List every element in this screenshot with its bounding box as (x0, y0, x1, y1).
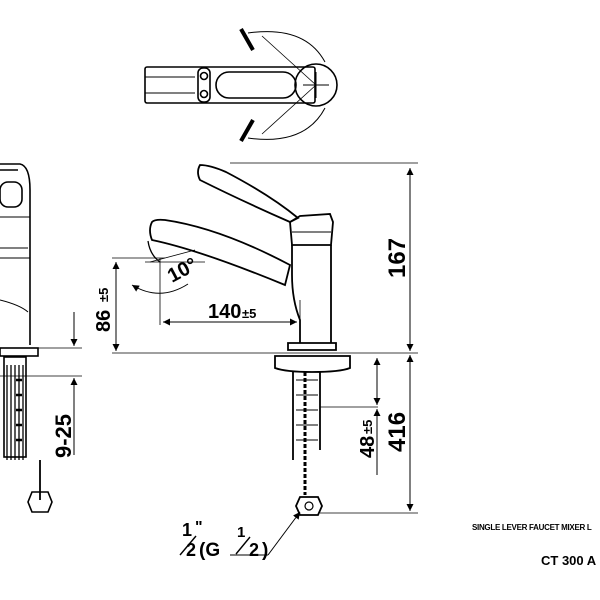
counter-thickness-label: 9-25 (51, 414, 76, 458)
hose-nut (295, 496, 323, 516)
svg-text:2: 2 (186, 540, 196, 560)
side-view-hose-nut (27, 491, 53, 513)
svg-text:1: 1 (237, 524, 245, 541)
extension-lines (112, 162, 418, 514)
spout-aerator (147, 240, 161, 263)
spout-height-label: 86 (93, 310, 115, 332)
angle-arc (131, 283, 189, 294)
overall-height-label: 416 (384, 412, 411, 452)
svg-text:": " (195, 519, 203, 536)
lever-cartridge-cap (289, 213, 334, 246)
spout-reach-tolerance: ±5 (242, 306, 256, 321)
top-view-rotation-arc-upper (247, 31, 326, 63)
spout-reach-label: 140 (208, 301, 241, 323)
angle-label: 10° (164, 254, 201, 288)
model-code: CT 300 A (541, 553, 597, 568)
thread-length-label: 48 (357, 436, 379, 458)
thread-length-tolerance: ±5 (360, 420, 375, 434)
svg-text:2: 2 (249, 540, 259, 560)
top-view (144, 28, 338, 142)
side-view-left (0, 163, 82, 513)
body-column (291, 245, 332, 343)
top-view-screw-upper (199, 71, 209, 81)
front-view (147, 164, 351, 516)
top-view-spout-head (294, 63, 338, 107)
lever-handle (197, 164, 300, 223)
side-view-body-outline (0, 163, 31, 345)
top-view-rotation-arc-lower (247, 107, 326, 140)
top-view-cartridge (197, 67, 211, 103)
side-view-lever-head (0, 181, 23, 208)
spout (149, 218, 292, 287)
shank (292, 372, 321, 460)
product-description: SINGLE LEVER FAUCET MIXER L (472, 523, 592, 532)
base-flange (274, 355, 351, 373)
side-view-base-flange (0, 347, 39, 357)
total-height-label: 167 (384, 238, 411, 278)
top-view-limit-mark-lower (239, 119, 255, 142)
top-view-limit-mark-upper (239, 28, 255, 51)
top-view-lever-slot (215, 71, 297, 99)
connection-leader (267, 511, 301, 556)
svg-text:): ) (262, 540, 268, 561)
connection-size-label: 1 " 2 (G 1 2 ) (179, 519, 268, 561)
svg-text:(G: (G (199, 540, 220, 561)
svg-text:1: 1 (182, 520, 192, 540)
top-view-screw-lower (199, 89, 209, 99)
base-escutcheon (287, 342, 337, 351)
spout-height-tolerance: ±5 (96, 288, 111, 302)
